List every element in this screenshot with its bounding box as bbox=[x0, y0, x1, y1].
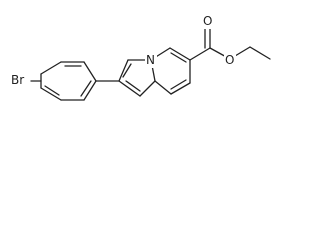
chemical-structure-diagram: Br N O O bbox=[10, 13, 271, 101]
carbonyl-oxygen-atom: O bbox=[202, 13, 214, 29]
bromine-label: Br bbox=[11, 73, 24, 87]
bromine-atom: Br bbox=[10, 72, 32, 88]
bromophenyl-ring bbox=[40, 61, 97, 101]
ester-oxygen-label: O bbox=[225, 53, 234, 67]
five-membered-ring bbox=[118, 59, 156, 97]
nitrogen-atom: N bbox=[145, 52, 157, 68]
carbonyl-oxygen-label: O bbox=[203, 14, 212, 28]
six-membered-ring bbox=[150, 47, 191, 95]
nitrogen-label: N bbox=[146, 53, 155, 67]
ester-oxygen-atom: O bbox=[224, 52, 236, 68]
